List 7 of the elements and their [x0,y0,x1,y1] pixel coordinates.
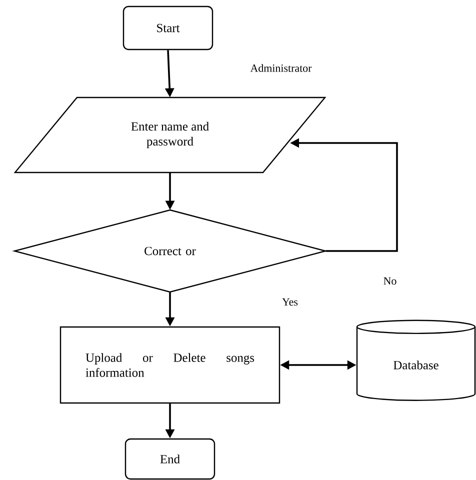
note-label: Yes [282,298,298,306]
database-cylinder: Database [356,320,476,401]
note-label: Administrator [250,64,312,72]
process-box: Upload or Delete songs information [60,326,280,404]
terminal-box: End [124,438,216,480]
terminal-box: Start [122,6,214,50]
note-label: No [384,277,396,285]
